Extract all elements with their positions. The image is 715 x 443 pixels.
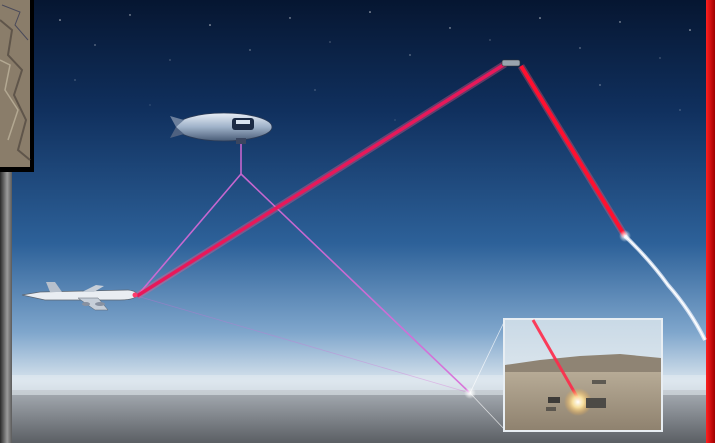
ground-target-inset <box>469 318 663 432</box>
relay-mirror <box>501 59 521 67</box>
right-frame-bar <box>706 0 715 443</box>
star-field <box>59 11 691 121</box>
missile-plume <box>619 230 707 341</box>
aircraft <box>21 282 138 311</box>
kill-laser-beam <box>518 64 628 238</box>
guide-lasers <box>136 143 471 394</box>
left-frame-bar <box>0 170 12 443</box>
airship <box>170 112 273 144</box>
terrain-inset <box>0 0 34 172</box>
main-laser-beam <box>135 61 507 299</box>
